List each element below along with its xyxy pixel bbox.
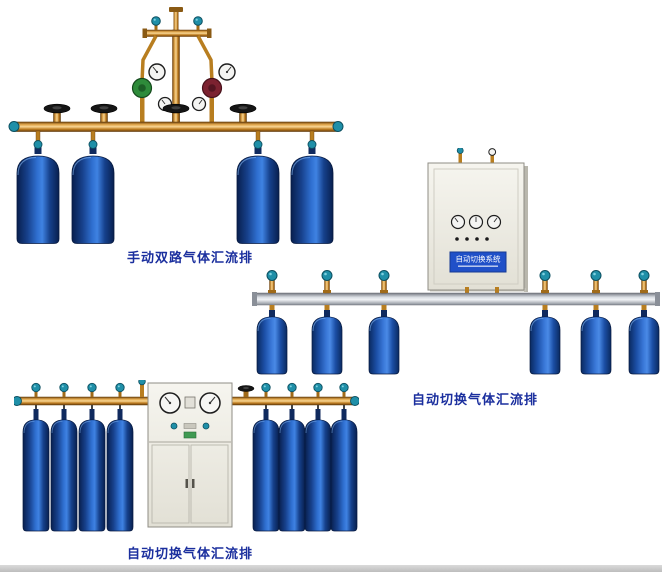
control-box-label-plate [449,251,507,273]
cabinet-gauge-icon [199,392,221,414]
handwheel-valve-icon [43,103,257,123]
control-box-label: 自动切换系统 [456,254,501,264]
cabinet-knob-icon [170,422,178,430]
handwheel-valve-icon [237,385,255,398]
gas-cylinder [256,316,660,375]
control-box-gauges [450,214,502,230]
product-image-auto-switch-cabinet [14,380,359,542]
control-cabinet [147,382,233,528]
product-image-auto-switch-wall: 自动切换系统 [252,148,660,383]
small-valve-icon [456,148,464,154]
door-handle-icon [185,479,188,488]
door-handle-icon [192,479,195,488]
cabinet-display [184,396,196,409]
control-box: 自动切换系统 [427,148,528,292]
pressure-regulator-left [131,77,153,99]
product-image-manual-dual-manifold [6,6,346,248]
mini-gauge-icon [488,148,497,156]
manifold-pipe [252,287,660,306]
top-manifold-assembly [140,7,214,123]
small-valve-icon [193,16,203,31]
header-pipe [14,380,359,406]
pressure-gauge-icon [191,96,207,112]
cabinet-door-right [190,444,229,524]
small-valve-icon [151,16,161,31]
cabinet-gauge-icon [159,392,181,414]
pressure-gauge-icon [218,63,236,81]
control-box-buttons [455,237,489,241]
caption-auto-switch-cabinet: 自动切换气体汇流排 [126,547,253,562]
cabinet-knob-icon [202,422,210,430]
cabinet-badge [183,431,197,439]
pressure-regulator-right [201,77,223,99]
caption-auto-switch-wall: 自动切换气体汇流排 [411,393,538,408]
cylinder-connections [269,305,647,317]
bottom-strip [0,565,662,572]
pressure-gauge-icon [148,63,166,81]
cabinet-door-left [151,444,190,524]
caption-manual-dual-manifold: 手动双路气体汇流排 [126,251,253,266]
header-pipe [8,121,344,132]
